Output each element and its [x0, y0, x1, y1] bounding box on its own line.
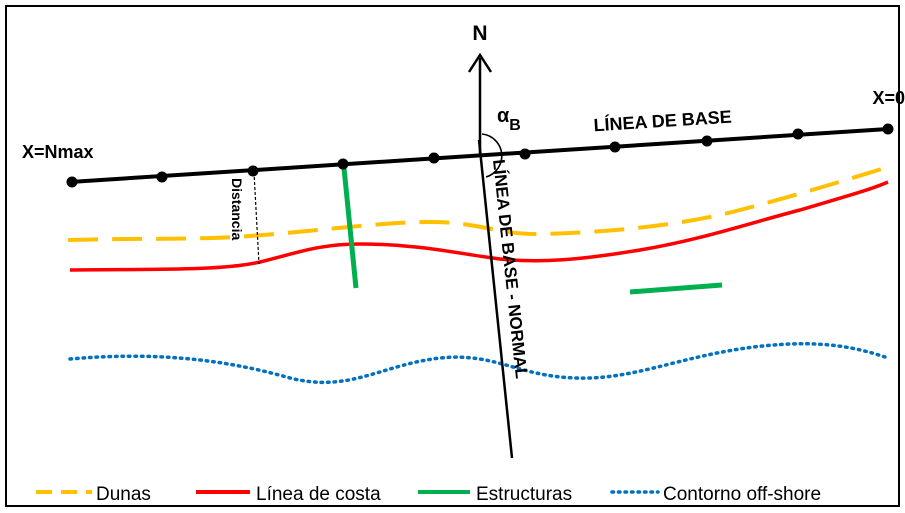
legend-label-dunas: Dunas — [96, 484, 151, 505]
baseline-nodes — [66, 123, 894, 188]
angle-alpha-arc — [481, 133, 503, 178]
baseline-node — [337, 158, 349, 170]
baseline-line — [69, 127, 889, 184]
legend: Dunas Línea de costa Estructuras Contorn… — [36, 484, 821, 505]
distance-label: Distancia — [229, 178, 245, 240]
coastline — [69, 180, 889, 272]
legend-label-coast: Línea de costa — [256, 484, 381, 505]
north-label: N — [472, 22, 487, 45]
angle-alpha-subscript: B — [509, 117, 521, 134]
angle-alpha-symbol: α — [497, 105, 510, 127]
x-max-label: X=Nmax — [22, 142, 94, 162]
baseline-node — [247, 165, 259, 177]
normal-label: LÍNEA DE BASE - NORMAL — [489, 158, 531, 379]
north-arrow-head — [467, 52, 493, 73]
baseline-label: LÍNEA DE BASE — [593, 106, 732, 136]
angle-alpha-label: αB — [497, 105, 521, 134]
offshore-contour-line — [68, 341, 890, 385]
normal-line — [477, 139, 514, 459]
legend-label-structures: Estructuras — [476, 484, 572, 505]
x-zero-label: X=0 — [872, 88, 905, 108]
diagram-frame — [5, 5, 900, 507]
structure-groyne — [341, 167, 359, 289]
legend-label-offshore: Contorno off-shore — [663, 484, 821, 505]
baseline-node — [792, 128, 804, 140]
baseline-node — [882, 123, 894, 135]
baseline-node — [701, 135, 713, 147]
baseline-node — [66, 176, 78, 188]
baseline-node — [428, 152, 440, 164]
baseline-node — [519, 148, 531, 160]
distance-measure-line — [253, 171, 260, 265]
dunes-line — [67, 165, 889, 242]
baseline-node — [156, 171, 168, 183]
structure-breakwater — [629, 282, 723, 295]
baseline-node — [609, 141, 621, 153]
